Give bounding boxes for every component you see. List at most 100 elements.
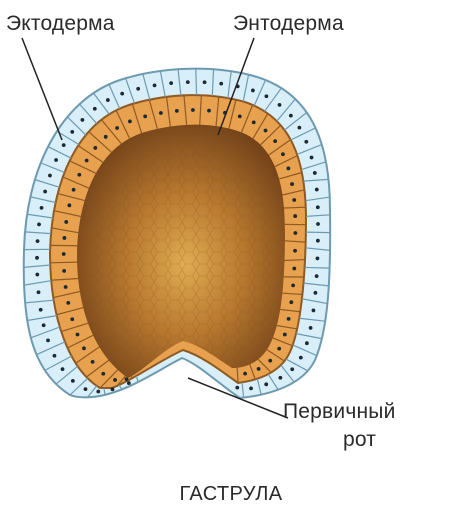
endoderm-cell-nucleus — [252, 120, 256, 124]
ectoderm-cell-nucleus — [35, 273, 39, 277]
ectoderm-cell-nucleus — [313, 171, 317, 175]
ectoderm-cell-nucleus — [219, 82, 223, 86]
endoderm-cell-nucleus — [281, 152, 285, 156]
endoderm-cell-nucleus — [283, 333, 287, 337]
endoderm-cell-nucleus — [238, 114, 242, 118]
endoderm-cell-nucleus — [293, 249, 297, 253]
endoderm-cell-nucleus — [66, 301, 70, 305]
primary-mouth-label-line2: рот — [343, 428, 376, 452]
ectoderm-cell-nucleus — [265, 94, 269, 98]
endoderm-cell-nucleus — [64, 220, 68, 224]
endoderm-cell-nucleus — [159, 111, 163, 115]
endoderm-cell-nucleus — [277, 347, 281, 351]
ectoderm-cell-nucleus — [278, 103, 282, 107]
ectoderm-cell-nucleus — [299, 356, 303, 360]
endoderm-cell-nucleus — [72, 188, 76, 192]
ectoderm-cell-nucleus — [278, 376, 282, 380]
ectoderm-cell-nucleus — [315, 274, 319, 278]
endoderm-cell-nucleus — [125, 377, 129, 381]
endoderm-cell-nucleus — [292, 267, 296, 271]
ectoderm-cell-nucleus — [61, 367, 65, 371]
endoderm-cell-nucleus — [104, 135, 108, 139]
endoderm-cell-nucleus — [91, 360, 95, 364]
ectoderm-cell-nucleus — [62, 143, 66, 147]
endoderm-cell-nucleus — [207, 109, 211, 113]
ectoderm-cell-nucleus — [96, 390, 100, 394]
endoderm-cell-nucleus — [62, 269, 66, 273]
ectoderm-cell-wall — [306, 232, 330, 233]
ectoderm-cell-nucleus — [37, 290, 41, 294]
ectoderm-cell-nucleus — [316, 257, 320, 261]
cavity-cell-texture — [77, 125, 285, 378]
ectoderm-cell-nucleus — [43, 190, 47, 194]
endoderm-cell-nucleus — [76, 333, 80, 337]
ectoderm-cell-nucleus — [106, 98, 110, 102]
endoderm-cell-nucleus — [291, 283, 295, 287]
endoderm-cell-nucleus — [128, 120, 132, 124]
ectoderm-cell-nucleus — [316, 205, 320, 209]
ectoderm-cell-nucleus — [48, 174, 52, 178]
ectoderm-cell-nucleus — [264, 382, 268, 386]
endoderm-cell-nucleus — [67, 203, 71, 207]
ectoderm-cell-nucleus — [153, 83, 157, 87]
ectoderm-cell-nucleus — [235, 386, 239, 390]
ectoderm-cell-nucleus — [127, 381, 131, 385]
endoderm-cell-nucleus — [289, 300, 293, 304]
endoderm-cell-nucleus — [101, 372, 105, 376]
ectoderm-cell-nucleus — [71, 379, 75, 383]
endoderm-cell-nucleus — [290, 182, 294, 186]
ectoderm-cell-nucleus — [310, 156, 314, 160]
ectoderm-cell-nucleus — [251, 89, 255, 93]
endoderm-cell-nucleus — [113, 378, 117, 382]
endoderm-cell-wall — [50, 262, 77, 263]
ectoderm-cell-nucleus — [81, 118, 85, 122]
endoderm-cell-nucleus — [257, 367, 261, 371]
endoderm-cell-wall — [284, 207, 306, 208]
ectoderm-cell-wall — [196, 69, 197, 95]
endoderm-cell-nucleus — [175, 109, 179, 113]
ectoderm-cell-nucleus — [290, 367, 294, 371]
ectoderm-cell-nucleus — [305, 341, 309, 345]
ectoderm-cell-nucleus — [289, 114, 293, 118]
ectoderm-cell-nucleus — [309, 326, 313, 330]
endoderm-cell-nucleus — [243, 372, 247, 376]
ectoderm-cell-nucleus — [53, 354, 57, 358]
endoderm-cell-nucleus — [70, 317, 74, 321]
endoderm-cell-nucleus — [191, 108, 195, 112]
endoderm-cell-nucleus — [286, 167, 290, 171]
ectoderm-cell-nucleus — [42, 323, 46, 327]
ectoderm-cell-nucleus — [120, 92, 124, 96]
ectoderm-cell-nucleus — [297, 126, 301, 130]
ectoderm-cell-nucleus — [36, 239, 40, 243]
ectoderm-cell-nucleus — [136, 87, 140, 91]
endoderm-cell-nucleus — [273, 139, 277, 143]
endoderm-label: Энтодерма — [233, 12, 344, 36]
endoderm-cell-nucleus — [77, 173, 81, 177]
ectoderm-cell-nucleus — [316, 239, 320, 243]
ectoderm-leader-line — [22, 38, 62, 140]
ectoderm-cell-nucleus — [249, 386, 253, 390]
ectoderm-cell-nucleus — [312, 309, 316, 313]
endoderm-cell-nucleus — [64, 285, 68, 289]
ectoderm-cell-nucleus — [169, 81, 173, 85]
ectoderm-cell-nucleus — [203, 80, 207, 84]
ectoderm-label: Эктодерма — [6, 12, 115, 36]
ectoderm-cell-nucleus — [315, 188, 319, 192]
ectoderm-cell-nucleus — [314, 291, 318, 295]
endoderm-cell-nucleus — [264, 129, 268, 133]
ectoderm-cell-nucleus — [316, 222, 320, 226]
ectoderm-cell-wall — [305, 267, 330, 268]
endoderm-cell-nucleus — [293, 231, 297, 235]
ectoderm-cell-nucleus — [54, 158, 58, 162]
endoderm-cell-nucleus — [62, 236, 66, 240]
ectoderm-cell-nucleus — [39, 308, 43, 312]
ectoderm-cell-nucleus — [46, 338, 50, 342]
endoderm-cell-nucleus — [287, 317, 291, 321]
ectoderm-cell-nucleus — [93, 107, 97, 111]
endoderm-cell-nucleus — [82, 346, 86, 350]
endoderm-cell-nucleus — [62, 252, 66, 256]
endoderm-cell-nucleus — [268, 359, 272, 363]
primary-mouth-label-line1: Первичный — [283, 400, 396, 424]
